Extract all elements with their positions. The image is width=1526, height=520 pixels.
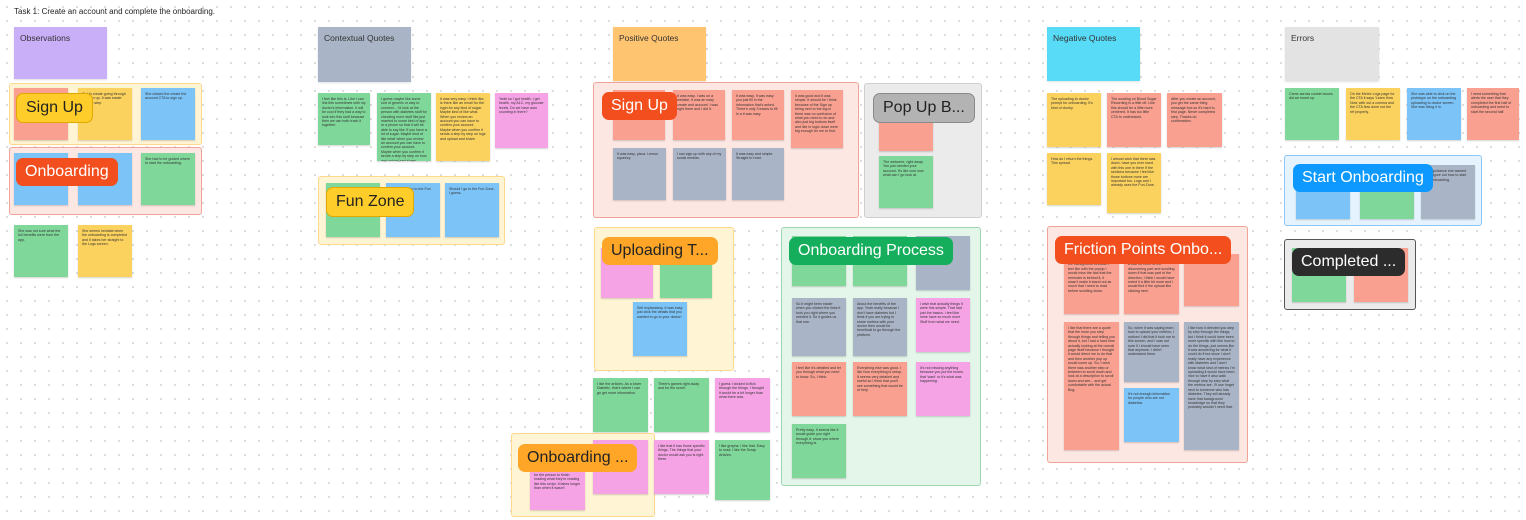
sticky-note[interactable]: Pretty easy. It seems like it would guid… [792, 424, 846, 478]
header-observations[interactable]: Observations [14, 27, 107, 79]
task-title: Task 1: Create an account and complete t… [14, 7, 216, 16]
sticky-note[interactable]: She clicked the create the account CTA t… [141, 88, 195, 140]
sticky-note[interactable]: I like that there are a quote that the m… [1064, 322, 1119, 450]
sticky-note[interactable]: Everything else was good. I like how eve… [853, 362, 907, 416]
label-ctx-fun-zone[interactable]: Fun Zone [326, 187, 415, 217]
sticky-note[interactable]: Yeah so I got health. I get health, my A… [495, 93, 548, 148]
label-err-completed[interactable]: Completed ... [1292, 248, 1406, 276]
label-err-start-onboarding[interactable]: Start Onboarding [1293, 164, 1433, 192]
sticky-note[interactable]: I like the articles. As a lower Diabetic… [593, 378, 648, 432]
sticky-note[interactable]: The uploading to doctor prompt for onboa… [1047, 93, 1101, 147]
sticky-note[interactable]: After you create an account, you get the… [1167, 93, 1222, 147]
sticky-note[interactable]: I almost wish that there was down. have … [1107, 153, 1161, 213]
label-pos-onboarding-trunc[interactable]: Onboarding ... [518, 444, 638, 472]
label-pos-sign-up[interactable]: Sign Up [602, 92, 677, 120]
sticky-note[interactable]: I feel like it's detailed and let you th… [792, 362, 846, 416]
sticky-note[interactable]: Self explanatory. It was easy just click… [633, 302, 687, 356]
sticky-note[interactable]: I wish that actually things it were this… [916, 298, 970, 352]
label-pos-uploading[interactable]: Uploading T... [602, 237, 718, 265]
label-pos-pop-up[interactable]: Pop Up B... [873, 93, 975, 123]
sticky-note[interactable]: She was able to click on the prototype o… [1407, 88, 1461, 140]
sticky-note[interactable]: I guess I clicked to flick through the t… [715, 378, 770, 432]
sticky-note[interactable]: There's games right away and for the scr… [654, 378, 709, 432]
sticky-note[interactable]: She had to be guided where to start the … [141, 153, 195, 205]
sticky-note[interactable]: How do I return the things. This spread. [1047, 153, 1101, 205]
header-errors[interactable]: Errors [1285, 27, 1379, 81]
sticky-note[interactable]: It was easy and simple. Straight to read… [732, 148, 784, 200]
sticky-note[interactable]: It's not missing anything because you pu… [916, 362, 970, 416]
header-negative-quotes[interactable]: Negative Quotes [1047, 27, 1140, 81]
sticky-note[interactable]: I feel like this is. Like I can link thi… [318, 93, 370, 145]
sticky-note[interactable]: About the benefits of the app. Yeah real… [853, 298, 907, 356]
sticky-note[interactable]: Came across cookie issues did we insert … [1285, 88, 1339, 140]
sticky-note[interactable]: So, when it was saying learn how to uplo… [1124, 322, 1179, 382]
sticky-note[interactable]: I like that it has those specific things… [654, 440, 709, 494]
label-pos-onboarding-process[interactable]: Onboarding Process [789, 237, 953, 265]
sticky-note[interactable]: It's not enough information for people w… [1124, 388, 1179, 442]
label-obs-sign-up[interactable]: Sign Up [16, 93, 93, 123]
sticky-note[interactable]: So it might been easier when you clicked… [792, 298, 846, 356]
sticky-note[interactable]: Should I go to the Fun Zone, I guess. [445, 183, 499, 237]
sticky-note[interactable]: I like how it directed you step by step … [1184, 322, 1239, 450]
sticky-note[interactable]: On the Metric Logs page for the CTA it s… [1346, 88, 1400, 140]
sticky-note[interactable]: It was good and it was simple. It should… [791, 90, 843, 148]
sticky-note[interactable]: The wording on Blood Sugar Recording is … [1107, 93, 1161, 147]
sticky-note[interactable]: It was very easy. I think like, is there… [436, 93, 490, 161]
sticky-note[interactable]: She was not sure what the full benefits … [14, 225, 68, 277]
sticky-note[interactable]: I can sign up with any of my social medi… [673, 148, 726, 200]
sticky-note[interactable]: The welcome, right away. You just needed… [879, 156, 933, 208]
sticky-note[interactable]: I guess maybe like some sort of generic … [377, 93, 431, 161]
label-obs-onboarding[interactable]: Onboarding [16, 158, 118, 186]
sticky-note[interactable]: She seems hesitate when the onboarding i… [78, 225, 132, 277]
header-positive-quotes[interactable]: Positive Quotes [613, 27, 706, 81]
sticky-note[interactable]: It was easy. I was on a website, it was … [673, 90, 725, 140]
header-contextual-quotes[interactable]: Contextual Quotes [318, 27, 411, 82]
label-neg-friction[interactable]: Friction Points Onbo... [1055, 236, 1232, 264]
sticky-note[interactable]: It was easy, pizza. Lemon squeezy. [613, 148, 666, 200]
sticky-note[interactable]: I like graphs. I like that. Easy to read… [715, 440, 770, 500]
sticky-note[interactable]: I need something that alerts the user th… [1467, 88, 1519, 140]
sticky-note[interactable]: It was easy. It was easy you just fill i… [732, 90, 784, 140]
